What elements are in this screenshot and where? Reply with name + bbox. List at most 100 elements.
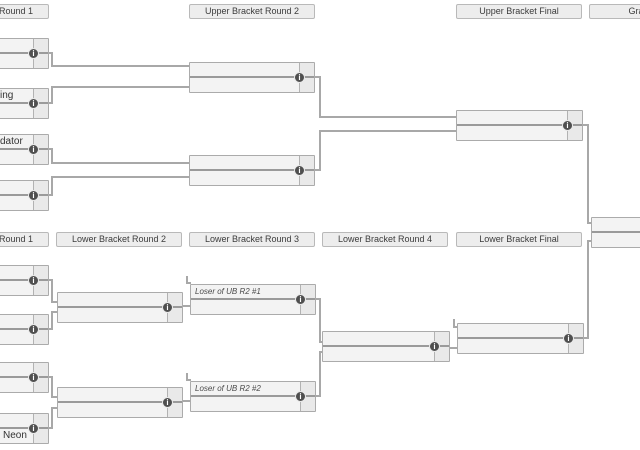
match-info-icon[interactable]: i (563, 333, 574, 344)
match-lb-r1-m1: i (0, 265, 49, 296)
match-info-icon[interactable]: i (294, 165, 305, 176)
team-name[interactable]: dator (0, 136, 23, 147)
match-ub-r1-m3: dator i (0, 134, 49, 165)
match-info-icon[interactable]: i (28, 48, 39, 59)
loser-drop-stub (453, 326, 458, 328)
connector-segment (319, 351, 323, 353)
connector-segment (319, 341, 323, 343)
match-mid-divider (0, 52, 48, 54)
match-info-icon[interactable]: i (28, 144, 39, 155)
match-info-icon[interactable]: i (295, 294, 306, 305)
team-slot-top: Loser of UB R2 #1 (191, 285, 315, 299)
match-info-icon[interactable]: i (28, 372, 39, 383)
match-mid-divider (0, 194, 48, 196)
connector-segment (51, 407, 53, 429)
team-slot-bottom (592, 233, 640, 247)
match-ub-r1-m2: ing i (0, 88, 49, 119)
connector-segment (315, 169, 321, 171)
header-lower-bracket-round-3: Lower Bracket Round 3 (189, 232, 315, 247)
match-lb-r2-m1: i (57, 292, 183, 323)
match-info-icon[interactable]: i (28, 190, 39, 201)
connector-segment (319, 116, 456, 118)
match-mid-divider (0, 102, 48, 104)
connector-segment (48, 376, 53, 378)
match-info-icon[interactable]: i (562, 120, 573, 131)
match-info-icon[interactable]: i (28, 98, 39, 109)
connector-segment (51, 86, 189, 88)
match-mid-divider (457, 124, 582, 126)
match-mid-divider (0, 279, 48, 281)
team-name[interactable]: ing (0, 90, 14, 101)
connector-segment (182, 305, 191, 307)
connector-segment (319, 76, 321, 118)
connector-segment (51, 279, 53, 303)
connector-segment (51, 311, 53, 330)
header-grand-final: Grand Final (589, 4, 640, 19)
loser-drop-stub (186, 379, 191, 381)
connector-segment (319, 351, 321, 397)
connector-segment (319, 130, 456, 132)
header-lower-bracket-final: Lower Bracket Final (456, 232, 582, 247)
match-mid-divider (0, 148, 48, 150)
connector-segment (315, 395, 321, 397)
connector-segment (51, 376, 53, 398)
connector-segment (587, 124, 589, 224)
connector-segment (51, 396, 58, 398)
match-mid-divider (592, 231, 640, 233)
connector-segment (51, 301, 58, 303)
match-info-icon[interactable]: i (28, 275, 39, 286)
connector-segment (48, 52, 53, 54)
match-ub-r2-m2: i (189, 155, 315, 186)
match-info-icon[interactable]: i (295, 391, 306, 402)
connector-segment (315, 298, 321, 300)
connector-segment (315, 76, 321, 78)
team-slot-top (592, 218, 640, 232)
match-mid-divider (0, 376, 48, 378)
loser-drop-stub (186, 276, 188, 284)
match-lb-r3-m1: Loser of UB R2 #1 i (190, 284, 316, 315)
connector-segment (48, 328, 53, 330)
connector-segment (48, 102, 53, 104)
header-upper-bracket-round-2: Upper Bracket Round 2 (189, 4, 315, 19)
match-ub-final: i (456, 110, 583, 141)
connector-segment (51, 65, 189, 67)
match-info-icon[interactable]: i (429, 341, 440, 352)
connector-segment (587, 240, 589, 339)
connector-segment (319, 298, 321, 343)
connector-segment (48, 194, 53, 196)
match-info-icon[interactable]: i (28, 324, 39, 335)
match-mid-divider (0, 427, 48, 429)
connector-segment (51, 86, 53, 104)
loser-drop-stub (453, 319, 455, 328)
connector-segment (587, 222, 592, 224)
connector-segment (51, 52, 53, 67)
header-lower-bracket-round-2: Lower Bracket Round 2 (56, 232, 182, 247)
connector-segment (51, 311, 58, 313)
team-slot-bottom: Neon (0, 429, 48, 443)
match-info-icon[interactable]: i (162, 397, 173, 408)
team-name: Loser of UB R2 #2 (195, 384, 261, 393)
team-name: Loser of UB R2 #1 (195, 287, 261, 296)
match-info-icon[interactable]: i (28, 423, 39, 434)
team-slot-top: ing (0, 89, 48, 103)
match-mid-divider (191, 298, 315, 300)
match-lb-r1-m3: i (0, 362, 49, 393)
connector-segment (450, 347, 458, 349)
team-slot-top: Loser of UB R2 #2 (191, 382, 315, 396)
connector-segment (319, 130, 321, 171)
match-lb-r4-m1: i (322, 331, 450, 362)
team-name[interactable]: Neon (3, 430, 27, 441)
match-info-icon[interactable]: i (294, 72, 305, 83)
match-info-icon[interactable]: i (162, 302, 173, 313)
connector-segment (583, 124, 589, 126)
match-lb-r2-m2: i (57, 387, 183, 418)
team-slot-top: dator (0, 135, 48, 149)
connector-segment (182, 400, 191, 402)
match-mid-divider (191, 395, 315, 397)
match-ub-r1-m1: i (0, 38, 49, 69)
connector-segment (51, 148, 53, 164)
header-lower-bracket-round-4: Lower Bracket Round 4 (322, 232, 448, 247)
match-mid-divider (190, 76, 314, 78)
match-lb-r3-m2: Loser of UB R2 #2 i (190, 381, 316, 412)
